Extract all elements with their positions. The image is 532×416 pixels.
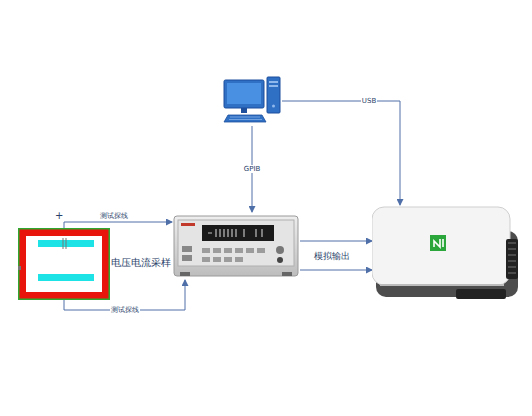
node-label: 电压电流采样 (111, 257, 171, 269)
polarity-mark: + (55, 210, 63, 222)
multimeter (172, 212, 300, 280)
daq-device (372, 205, 520, 305)
edge-label: GPIB (243, 165, 262, 173)
daq-device (372, 205, 520, 305)
edge-label: USB (361, 97, 377, 105)
computer (222, 76, 282, 126)
sample-board: 电压电流采样 (18, 228, 173, 300)
edge-label: 测试探线 (110, 306, 140, 314)
connector (300, 241, 372, 242)
edge-label: 模拟输出 (313, 251, 351, 262)
connector (300, 270, 372, 271)
connector (282, 101, 400, 205)
connector (64, 222, 172, 228)
sample-board (18, 228, 110, 300)
multimeter (172, 212, 300, 280)
edge-label: 测试探线 (99, 212, 129, 220)
computer-icon (222, 76, 282, 126)
